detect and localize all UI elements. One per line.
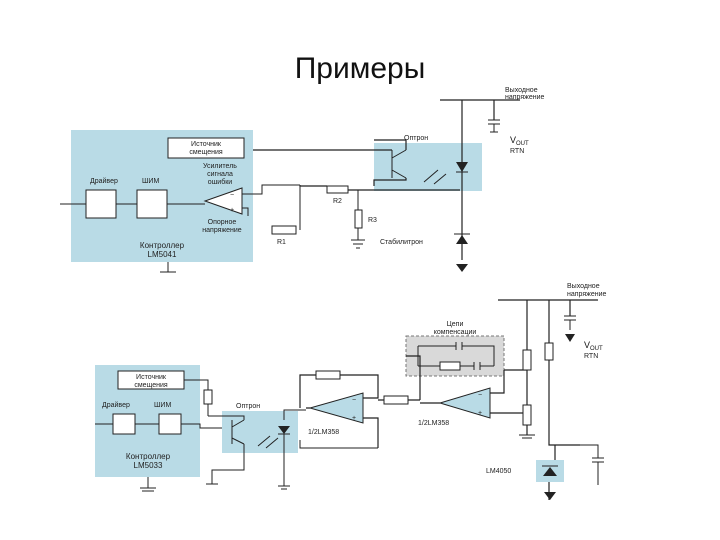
top-r3	[354, 209, 363, 229]
bottom-led-wires	[278, 409, 306, 490]
bottom-controller-label: Контроллер	[126, 452, 171, 461]
bottom-opamp2-wires	[406, 355, 527, 414]
top-controller-model: LM5041	[148, 250, 177, 259]
bottom-opamp1-wires	[299, 374, 420, 448]
bottom-opamp2	[438, 387, 491, 419]
top-pwm-label: ШИМ	[142, 178, 159, 185]
top-r1-label: R1	[277, 239, 286, 246]
bottom-bias-wire	[184, 379, 209, 416]
top-internal-wires	[60, 184, 300, 216]
bottom-opamp2-minus: −	[478, 392, 482, 399]
bottom-opamp1-output	[299, 440, 378, 449]
bottom-driver-label: Драйвер	[102, 401, 130, 409]
page-title: Примеры	[294, 52, 426, 85]
top-r3-label: R3	[368, 217, 377, 224]
bottom-opamp1-minus: −	[352, 397, 356, 404]
bottom-optron-light	[257, 435, 279, 449]
top-r2-label: R2	[333, 198, 342, 205]
bottom-output-rails	[498, 299, 598, 500]
top-phototransistor	[391, 149, 407, 179]
bottom-bias-resistor	[203, 389, 213, 405]
bottom-pwm-box	[158, 413, 182, 435]
top-bias-source-box	[167, 137, 245, 159]
bottom-link-resistor	[383, 395, 409, 405]
bottom-controller-model: LM5033	[134, 461, 163, 470]
top-optron-label: Оптрон	[404, 135, 428, 142]
top-rtn-label: RTN	[510, 148, 524, 155]
bottom-opamp2-plus: +	[478, 410, 482, 417]
bottom-opamp1-plus: +	[352, 415, 356, 422]
bottom-controller-wires	[95, 423, 222, 492]
top-ground-arrow	[456, 264, 468, 272]
bottom-optron-led	[278, 426, 290, 434]
bottom-phototransistor	[206, 415, 245, 485]
bottom-lm4050-label: LM4050	[486, 468, 511, 475]
top-amp-plus: +	[230, 207, 234, 214]
top-r1	[271, 225, 297, 235]
bottom-output-capacitor	[564, 315, 576, 330]
bottom-rail-resistor	[544, 342, 554, 361]
top-zener	[456, 235, 468, 244]
top-error-amp	[203, 187, 243, 215]
bottom-lm4050-capacitor	[580, 444, 604, 485]
bottom-lm4050-symbol	[543, 467, 557, 476]
top-output-capacitor	[488, 119, 500, 133]
bottom-feedback-resistor	[315, 370, 341, 380]
bottom-opamp1	[308, 392, 364, 424]
top-controller-label: Контроллер	[140, 241, 185, 250]
bottom-pwm-label: ШИМ	[154, 402, 171, 409]
top-driver-label: Драйвер	[90, 177, 118, 185]
top-zener-label: Стабилитрон	[380, 238, 423, 246]
bottom-optron-module	[222, 411, 298, 453]
bottom-driver-box	[112, 413, 136, 435]
top-vout-label: VOUT	[510, 135, 529, 147]
bottom-optron-label: Оптрон	[236, 403, 260, 410]
top-driver-box	[85, 189, 117, 219]
bottom-opamp1-label: 1/2LM358	[308, 429, 339, 436]
top-r2	[326, 185, 349, 194]
bottom-divider-r1	[522, 349, 532, 371]
bottom-divider-ground	[519, 434, 535, 439]
top-amp-minus: −	[230, 192, 234, 199]
bottom-vout-label: VOUT	[584, 340, 603, 352]
top-controller-ground	[160, 262, 176, 273]
bottom-output-ground	[565, 334, 575, 342]
bottom-comp-resistor	[439, 361, 461, 371]
top-r3-ground	[351, 239, 365, 249]
top-optron-light	[423, 169, 447, 185]
bottom-opamp2-label: 1/2LM358	[418, 420, 449, 427]
top-pwm-box	[136, 189, 168, 219]
bottom-rtn-label: RTN	[584, 353, 598, 360]
bottom-lm4050-ground	[544, 492, 556, 500]
bottom-divider-r2	[522, 404, 532, 426]
